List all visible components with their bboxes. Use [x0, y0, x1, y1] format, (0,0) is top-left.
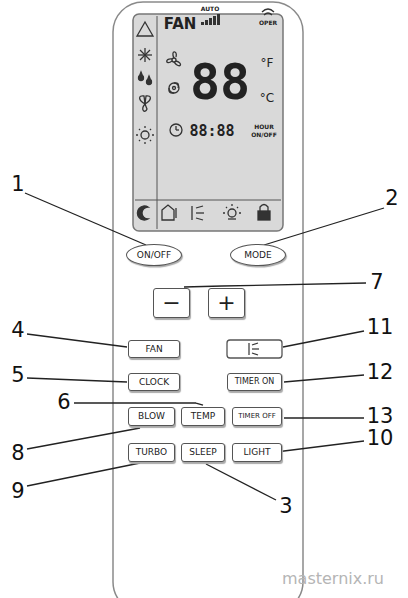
remote-button: TIMER ON — [227, 373, 282, 391]
leader-line — [206, 464, 276, 500]
remote-button: + — [208, 288, 245, 318]
fan-icon — [169, 83, 179, 93]
housing — [113, 2, 303, 598]
watermark: masternix.ru — [282, 571, 384, 587]
lcd-text: AUTO — [201, 6, 220, 12]
leader-lines — [25, 193, 384, 500]
lcd-digits: 88 — [190, 57, 250, 107]
cool-icon — [138, 48, 152, 62]
light-icon — [223, 204, 241, 219]
dry-icon — [139, 72, 152, 85]
button-label: ON/OFF — [137, 251, 171, 260]
leader-line — [284, 417, 364, 418]
fan-speed-bars — [201, 14, 220, 25]
leader-line — [74, 402, 196, 403]
remote-button: FAN — [128, 340, 180, 358]
leader-line — [25, 193, 146, 245]
remote-body — [113, 2, 303, 598]
lcd-text: HOUR — [254, 124, 274, 130]
remote-button: CLOCK — [128, 373, 180, 391]
callout-number: 4 — [11, 320, 24, 341]
fan-mode-icon — [140, 96, 151, 111]
callout-number: 7 — [370, 272, 383, 293]
button-label: FAN — [145, 345, 162, 354]
callout-number: 6 — [57, 392, 70, 413]
callout-number: 10 — [367, 428, 394, 449]
home-icon — [162, 205, 176, 220]
heat-icon — [136, 126, 154, 144]
leader-line — [27, 334, 127, 347]
sleep-icon — [137, 206, 148, 220]
button-label: LIGHT — [244, 448, 271, 457]
fan-icon — [167, 52, 181, 66]
button-label: − — [162, 292, 180, 314]
remote-button: BLOW — [128, 407, 175, 426]
button-label: CLOCK — [139, 378, 169, 387]
leader-line — [27, 428, 140, 449]
swing-icon — [192, 206, 204, 220]
callout-number: 13 — [367, 406, 394, 427]
button-label: BLOW — [138, 412, 165, 421]
callout-number: 8 — [11, 443, 24, 464]
lcd-text: ON/OFF — [251, 132, 277, 138]
button-label: + — [217, 292, 235, 314]
callout-number: 11 — [367, 317, 394, 338]
remote-button: − — [153, 288, 190, 318]
leader-line — [27, 378, 127, 382]
callout-number: 5 — [11, 365, 24, 386]
leader-line — [196, 403, 203, 405]
remote-button: TEMP — [181, 407, 225, 426]
leader-line — [184, 286, 222, 287]
leader-line — [27, 463, 140, 486]
remote-button: LIGHT — [232, 443, 282, 462]
signal-icon — [262, 9, 274, 15]
leader-line — [264, 208, 384, 245]
button-label: MODE — [244, 251, 271, 260]
callout-number: 9 — [11, 481, 24, 502]
lock-icon — [258, 205, 270, 221]
lcd-divider — [135, 200, 281, 201]
callout-number: 12 — [367, 362, 394, 383]
leader-line — [284, 375, 364, 382]
lcd-unit: °F — [261, 57, 274, 69]
lcd-text: OPER — [259, 20, 277, 26]
clock-icon — [170, 124, 182, 136]
auto-mode-icon — [137, 22, 153, 36]
swing-icon — [249, 343, 259, 355]
remote-button: TURBO — [128, 443, 175, 462]
lcd-unit: °C — [260, 92, 274, 104]
lcd-text: FAN — [164, 17, 197, 32]
swing-button — [227, 340, 282, 358]
button-label: TURBO — [136, 448, 167, 457]
remote-button: SLEEP — [181, 443, 225, 462]
lcd-digits: 88:88 — [189, 124, 234, 139]
oval-button: ON/OFF — [126, 244, 182, 266]
button-outline — [227, 340, 282, 358]
callout-number: 1 — [11, 174, 24, 195]
leader-line — [283, 331, 364, 347]
oval-button: MODE — [230, 244, 286, 266]
lcd-divider — [157, 16, 158, 229]
leader-line — [222, 283, 366, 286]
button-label: TIMER ON — [235, 378, 275, 386]
button-label: SLEEP — [189, 448, 217, 457]
button-label: TIMER OFF — [238, 413, 275, 420]
remote-button: TIMER OFF — [232, 407, 282, 426]
callout-number: 3 — [279, 496, 292, 517]
callout-number: 2 — [385, 188, 398, 209]
lcd-icons — [136, 9, 274, 220]
lcd-screen — [133, 14, 283, 231]
leader-line — [268, 441, 364, 453]
button-label: TEMP — [191, 412, 215, 421]
